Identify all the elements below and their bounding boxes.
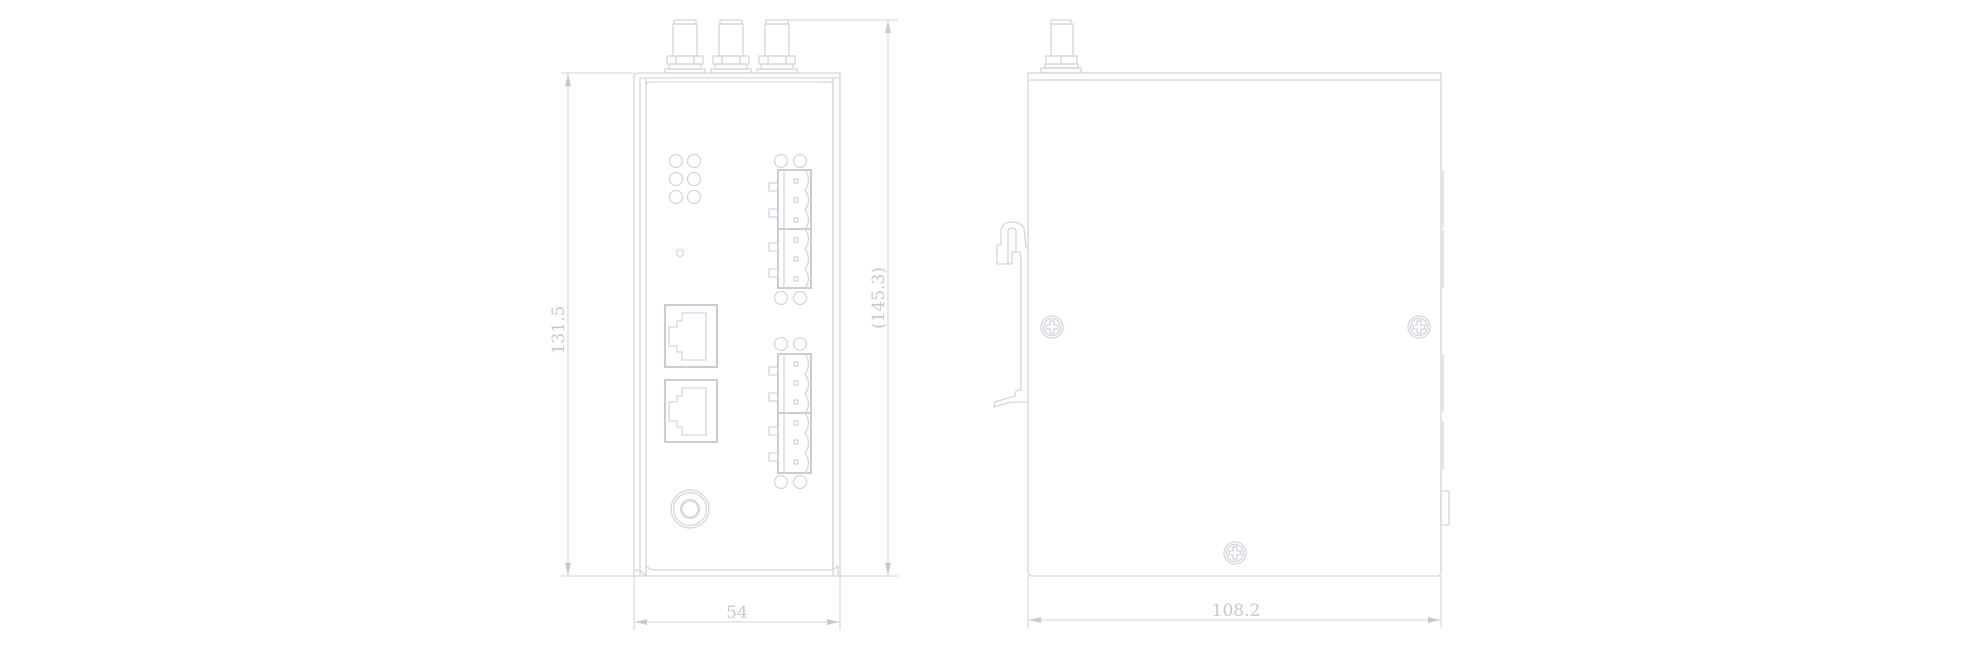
terminal-block-lower <box>768 336 812 490</box>
power-jack-icon <box>670 489 710 529</box>
front-top-connectors <box>664 19 798 74</box>
dimension-front-width: 54 <box>633 576 841 630</box>
dimension-label: 54 <box>726 603 748 623</box>
connector-icon <box>1040 19 1082 74</box>
led-icon <box>686 189 702 205</box>
din-rail-clip-icon <box>993 221 1028 408</box>
dimension-front-total-height: (145.3) <box>789 19 898 577</box>
side-view: 108.2 <box>993 19 1450 628</box>
connector-icon <box>710 19 752 74</box>
connector-icon <box>664 19 706 74</box>
dimension-label: (145.3) <box>869 267 889 329</box>
led-icon <box>686 171 702 187</box>
dimension-side-depth: 108.2 <box>1027 576 1442 628</box>
screw-icon <box>1223 541 1247 565</box>
dimension-label: 131.5 <box>549 306 569 355</box>
connector-icon <box>756 19 798 74</box>
side-housing <box>1027 72 1450 577</box>
led-icon <box>668 171 684 187</box>
led-icon <box>686 153 702 169</box>
rj45-port-icon <box>664 379 718 443</box>
front-housing <box>633 72 841 577</box>
front-view: 131.5 (145.3) 54 <box>549 19 898 630</box>
screw-icon <box>1040 315 1064 339</box>
screw-icon <box>1407 315 1431 339</box>
dimension-label: 108.2 <box>1212 601 1261 621</box>
reset-hole-icon <box>675 248 685 258</box>
led-icon <box>668 189 684 205</box>
rj45-port-icon <box>664 304 718 368</box>
terminal-block-upper <box>768 153 812 306</box>
led-indicator-grid <box>668 153 702 205</box>
led-icon <box>668 153 684 169</box>
dimension-front-height: 131.5 <box>549 72 634 577</box>
